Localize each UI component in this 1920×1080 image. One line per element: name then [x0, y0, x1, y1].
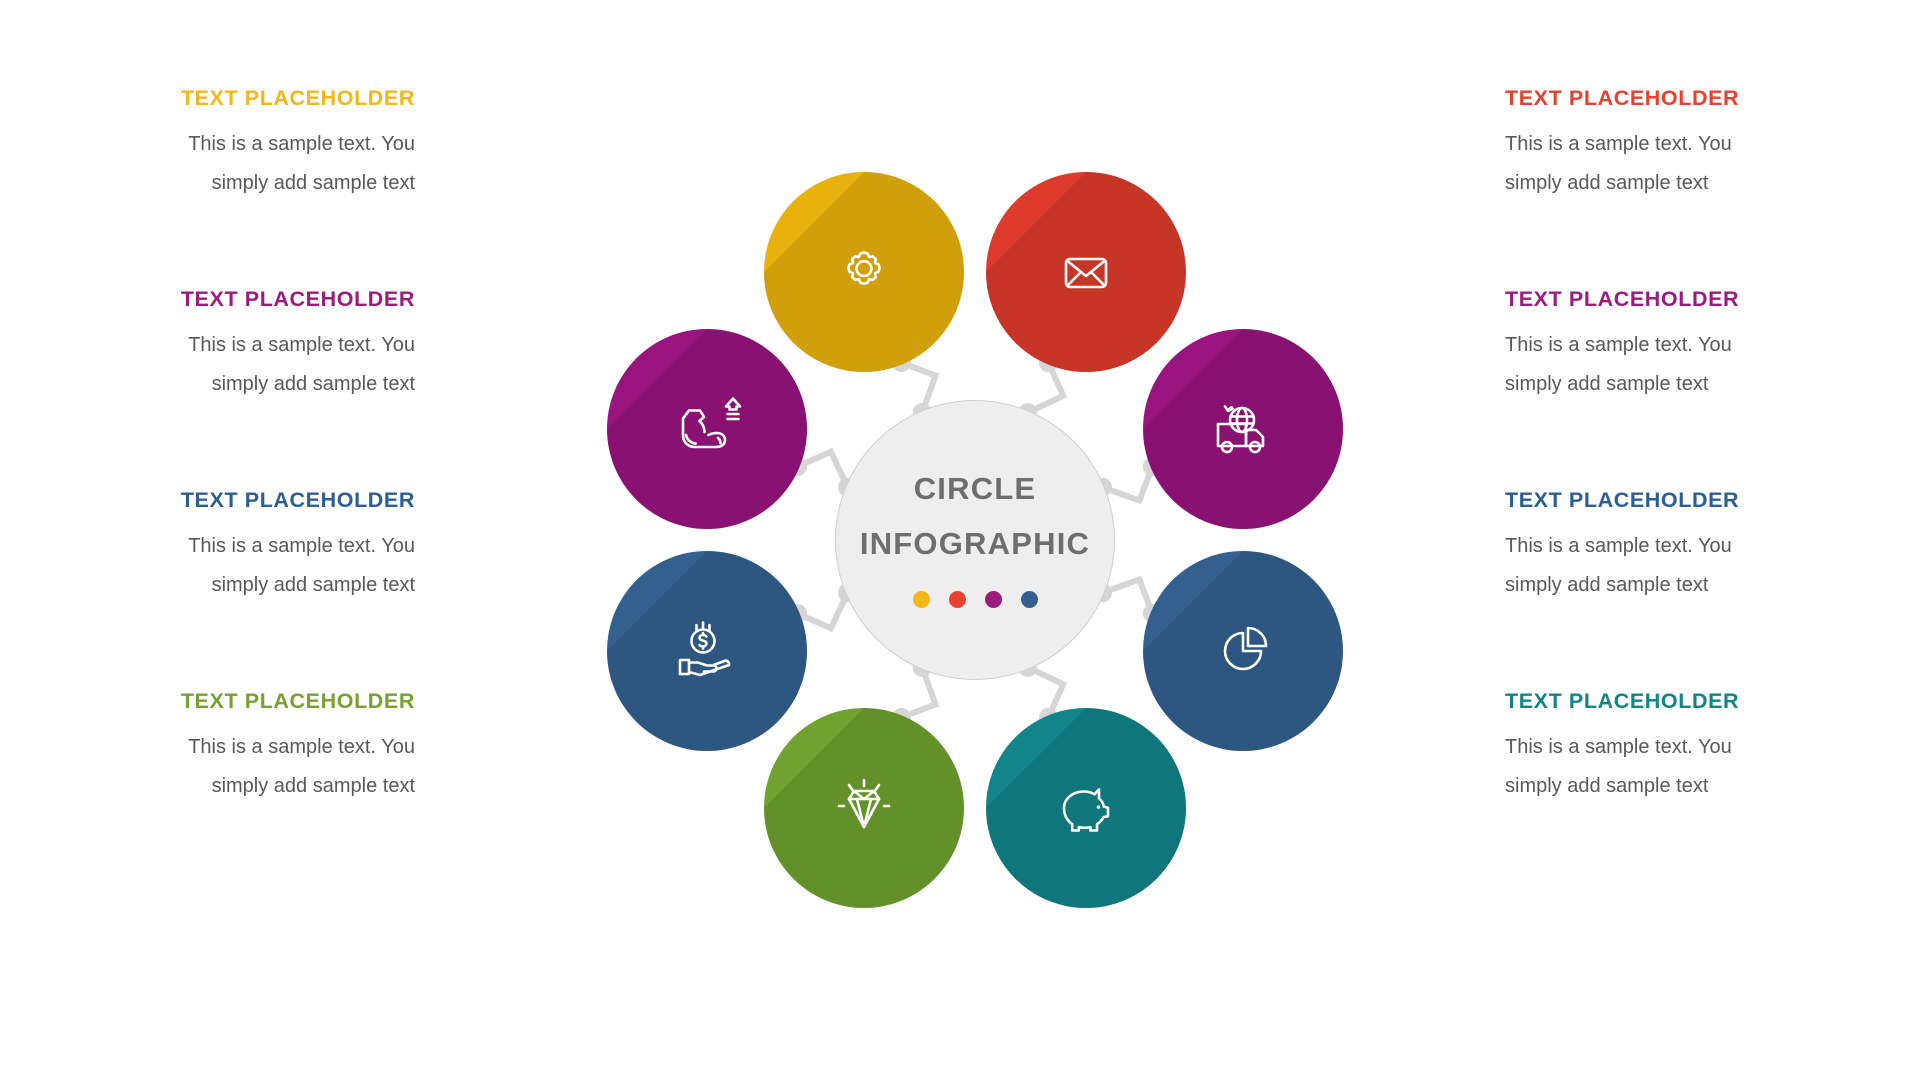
text-block-body: This is a sample text. You simply add sam…: [85, 125, 415, 203]
text-block-body-line2: simply add sample text: [1505, 573, 1709, 596]
node-circle-mail[interactable]: [985, 172, 1186, 373]
node-circle-truck[interactable]: [1142, 329, 1343, 530]
text-block-title: TEXT PLACEHOLDER: [1505, 488, 1740, 512]
hub-title-line1: CIRCLE: [913, 470, 1037, 506]
hub-title-line2: INFOGRAPHIC: [859, 525, 1091, 561]
text-block-title: TEXT PLACEHOLDER: [180, 86, 415, 110]
text-block-body: This is a sample text. You simply add sam…: [1505, 527, 1835, 605]
pie-chart-icon: [1143, 551, 1343, 751]
text-block-body: This is a sample text. You simply add sam…: [85, 326, 415, 404]
text-block-title: TEXT PLACEHOLDER: [1505, 689, 1740, 713]
dot-red: [948, 590, 966, 608]
text-block-body-line2: simply add sample text: [1505, 774, 1709, 797]
text-block-body-line2: simply add sample text: [211, 774, 415, 797]
hub-dot-row: [912, 590, 1038, 608]
text-block-left-3: TEXT PLACEHOLDER This is a sample text. Y…: [85, 488, 415, 605]
text-block-body: This is a sample text. You simply add sam…: [1505, 125, 1835, 203]
text-block-body-line1: This is a sample text. You: [188, 333, 415, 356]
node-circle-gear[interactable]: [764, 172, 965, 373]
piggy-bank-icon: [986, 708, 1186, 908]
text-block-title: TEXT PLACEHOLDER: [1505, 86, 1740, 110]
text-block-body: This is a sample text. You simply add sam…: [1505, 326, 1835, 404]
text-block-right-2: TEXT PLACEHOLDER This is a sample text. Y…: [1505, 287, 1835, 404]
text-block-body-line1: This is a sample text. You: [1505, 132, 1732, 155]
envelope-icon: [986, 172, 1186, 372]
text-block-title: TEXT PLACEHOLDER: [180, 488, 415, 512]
text-block-title: TEXT PLACEHOLDER: [180, 287, 415, 311]
text-block-title: TEXT PLACEHOLDER: [180, 689, 415, 713]
node-circle-muscle[interactable]: [607, 329, 808, 530]
text-block-body-line2: simply add sample text: [211, 372, 415, 395]
text-block-body-line1: This is a sample text. You: [1505, 735, 1732, 758]
node-circle-money[interactable]: [607, 550, 808, 751]
center-hub: CIRCLE INFOGRAPHIC: [835, 400, 1115, 680]
dot-blue: [1020, 590, 1038, 608]
text-block-left-1: TEXT PLACEHOLDER This is a sample text. Y…: [85, 86, 415, 203]
gear-icon: [764, 172, 964, 372]
text-block-right-4: TEXT PLACEHOLDER This is a sample text. Y…: [1505, 689, 1835, 806]
hand-money-icon: [607, 551, 807, 751]
text-block-body-line2: simply add sample text: [1505, 171, 1709, 194]
text-block-right-1: TEXT PLACEHOLDER This is a sample text. Y…: [1505, 86, 1835, 203]
text-block-body-line2: simply add sample text: [1505, 372, 1709, 395]
text-block-body-line2: simply add sample text: [211, 573, 415, 596]
text-block-body: This is a sample text. You simply add sam…: [1505, 728, 1835, 806]
node-circle-pie[interactable]: [1142, 550, 1343, 751]
text-block-body-line1: This is a sample text. You: [1505, 333, 1732, 356]
text-block-body-line2: simply add sample text: [211, 171, 415, 194]
node-circle-piggy[interactable]: [985, 707, 1186, 908]
diamond-icon: [764, 708, 964, 908]
text-block-body: This is a sample text. You simply add sam…: [85, 728, 415, 806]
text-block-title: TEXT PLACEHOLDER: [1505, 287, 1740, 311]
delivery-truck-icon: [1143, 329, 1343, 529]
text-block-body-line1: This is a sample text. You: [188, 132, 415, 155]
text-block-right-3: TEXT PLACEHOLDER This is a sample text. Y…: [1505, 488, 1835, 605]
text-block-body-line1: This is a sample text. You: [1505, 534, 1732, 557]
text-block-body-line1: This is a sample text. You: [188, 735, 415, 758]
dot-yellow: [912, 590, 930, 608]
text-block-left-2: TEXT PLACEHOLDER This is a sample text. Y…: [85, 287, 415, 404]
flexed-arm-icon: [607, 329, 807, 529]
text-block-body: This is a sample text. You simply add sam…: [85, 527, 415, 605]
dot-magenta: [984, 590, 1002, 608]
text-block-left-4: TEXT PLACEHOLDER This is a sample text. Y…: [85, 689, 415, 806]
text-block-body-line1: This is a sample text. You: [188, 534, 415, 557]
node-circle-diamond[interactable]: [764, 707, 965, 908]
